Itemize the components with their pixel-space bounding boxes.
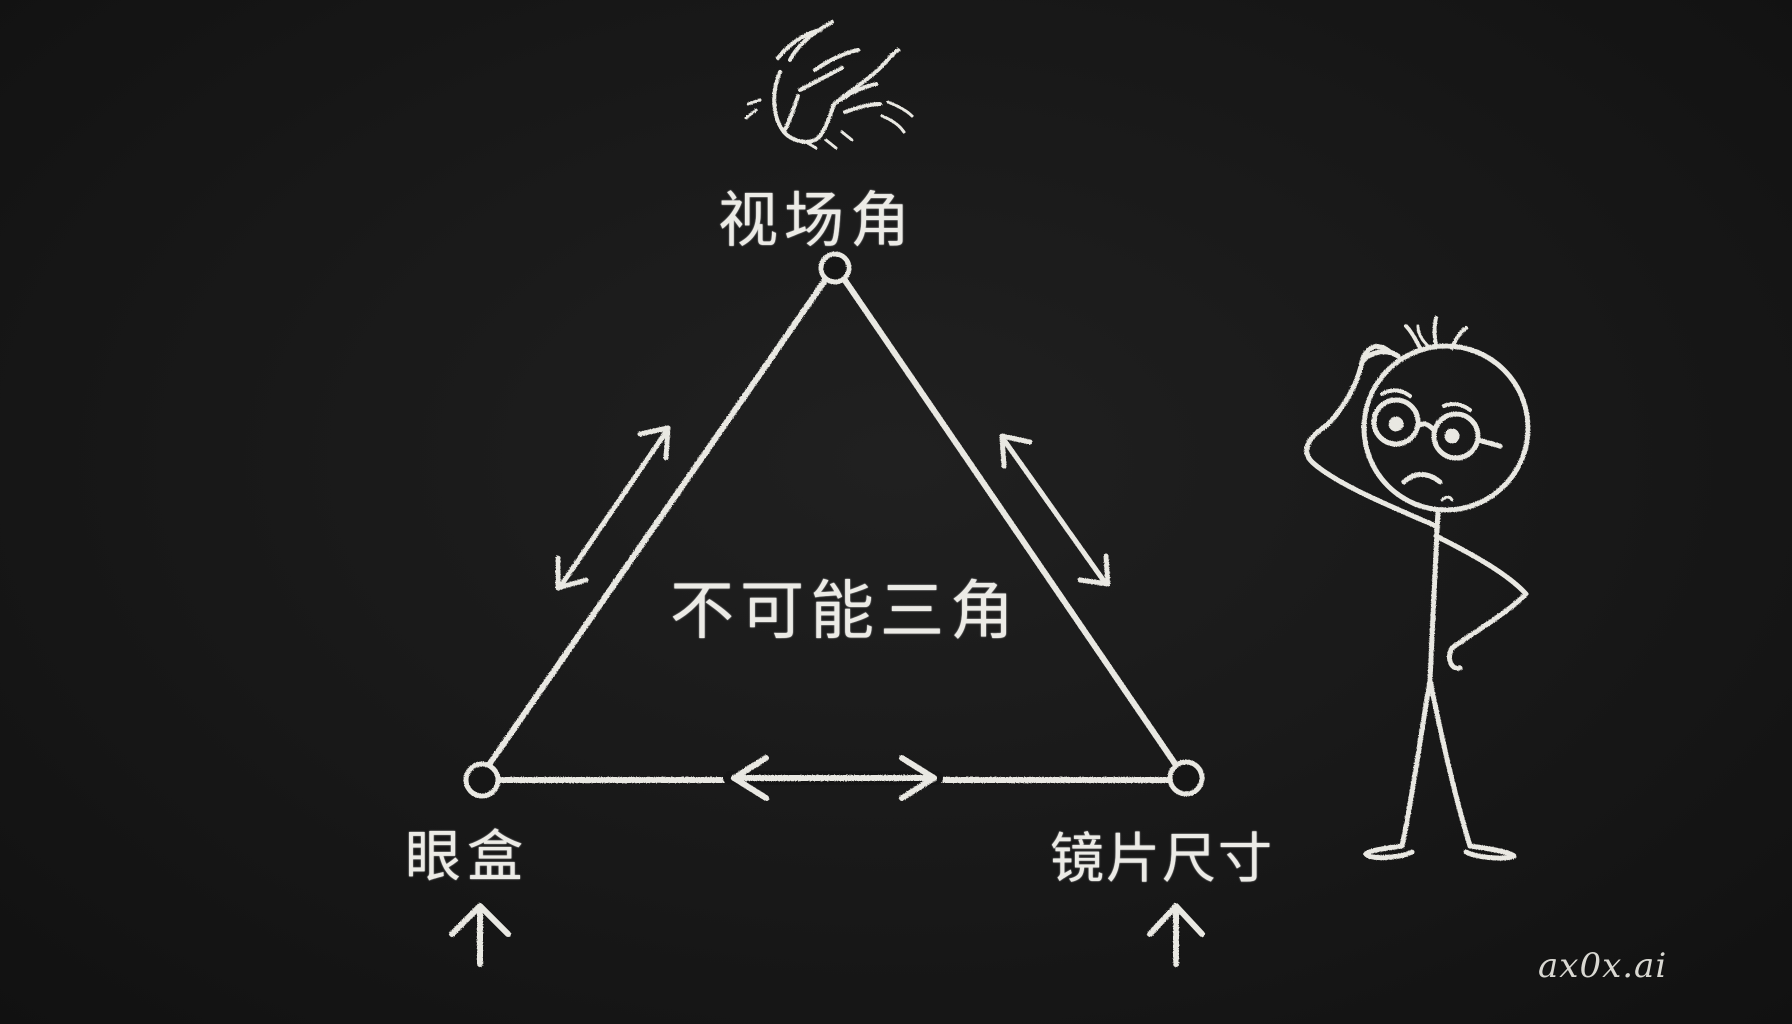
vertex-label-eyebox: 眼盒: [405, 825, 529, 890]
right-edge-double-arrow: [999, 433, 1111, 587]
bottom-edge-double-arrow: [723, 755, 943, 801]
watermark-text: ax0x.ai: [1538, 946, 1668, 986]
edge-left: [481, 273, 831, 775]
confused-stick-figure: [1304, 316, 1531, 861]
vertex-left-node: [463, 761, 501, 799]
up-arrow-left: [449, 903, 511, 967]
vertex-top-node: [818, 251, 852, 285]
vertex-label-lens-size: 镜片尺寸: [1050, 827, 1274, 890]
up-arrow-right: [1147, 903, 1205, 967]
left-edge-double-arrow: [555, 425, 671, 591]
edge-right: [839, 273, 1181, 771]
glasses-icon: [1371, 397, 1503, 461]
center-label-impossible-triangle: 不可能三角: [670, 575, 1020, 649]
figure-head: [1361, 343, 1531, 513]
hand-pointing-down-icon: [744, 20, 914, 150]
vertex-right-node: [1167, 759, 1205, 797]
vertex-label-field-of-view: 视场角: [718, 186, 916, 256]
triangle-edges: [481, 273, 1181, 783]
